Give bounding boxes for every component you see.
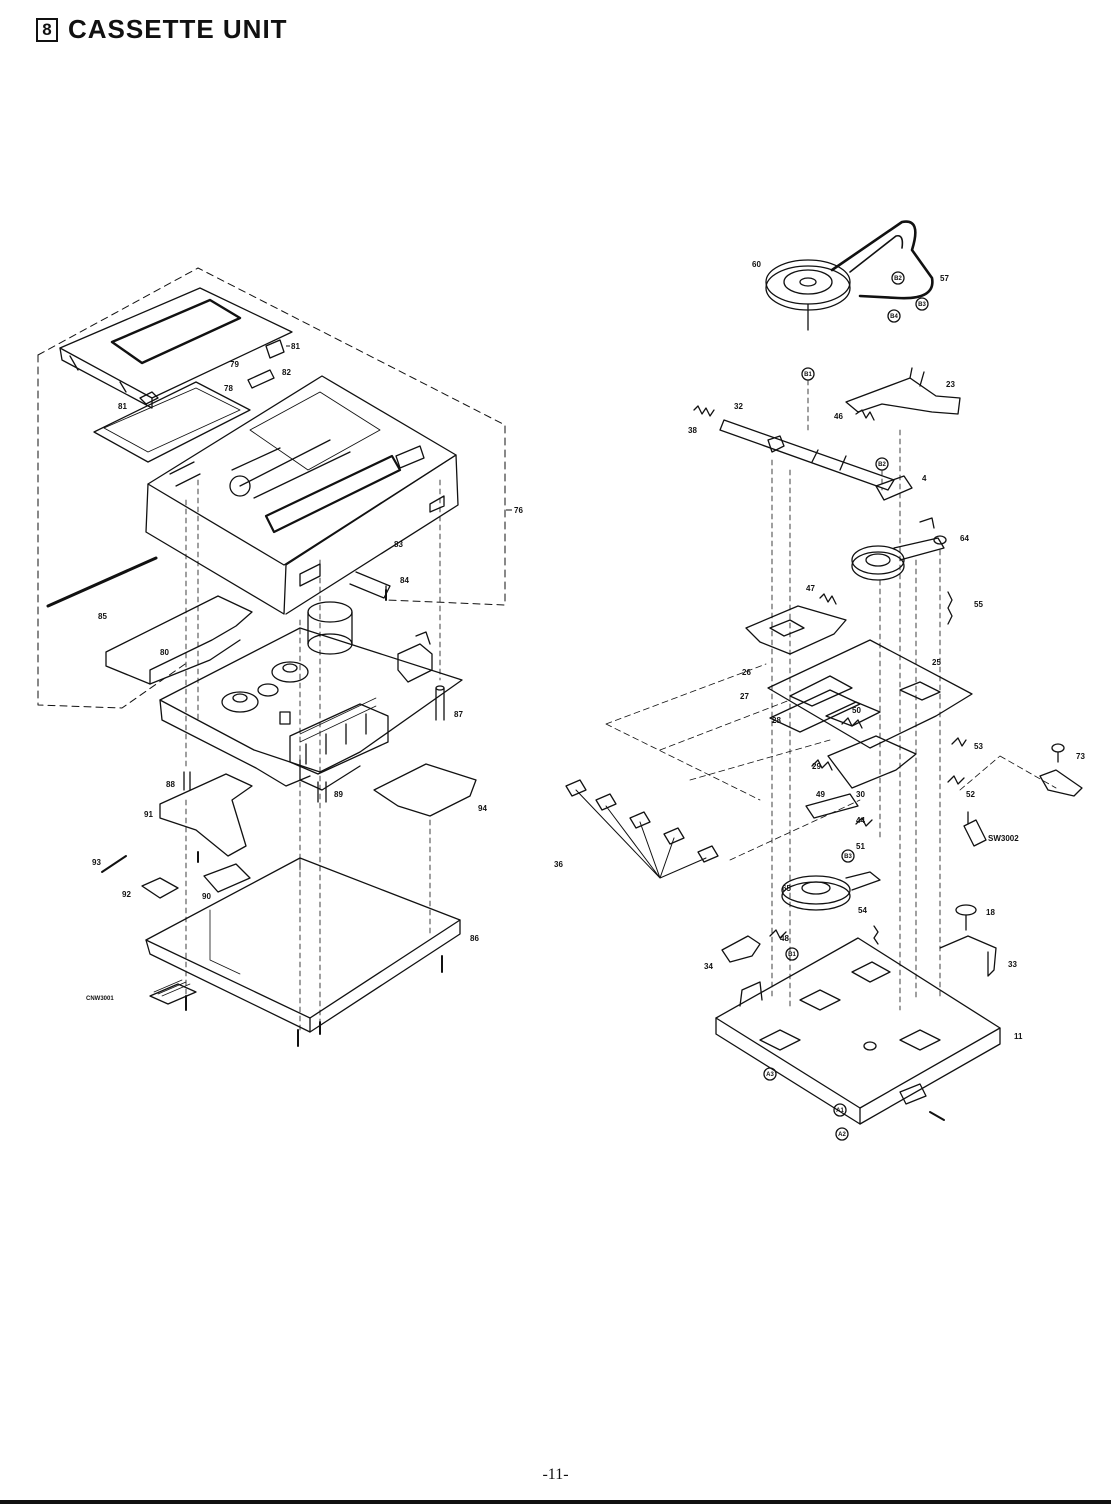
part-label: 79 xyxy=(230,360,239,369)
part-label: 57 xyxy=(940,274,949,283)
part-label: 92 xyxy=(122,890,131,899)
part-label: 93 xyxy=(92,858,101,867)
part-label: 60 xyxy=(752,260,761,269)
part-label: 54 xyxy=(858,906,867,915)
part-label: 86 xyxy=(470,934,479,943)
ref-marker: B3 xyxy=(844,854,852,860)
page-number: -11- xyxy=(542,1466,569,1483)
part-label: 87 xyxy=(454,710,463,719)
part-label: 85 xyxy=(98,612,107,621)
part-label: 76 xyxy=(514,506,523,515)
part-label: SW3002 xyxy=(988,834,1019,843)
ref-marker: B2 xyxy=(894,276,902,282)
circled-reference-labels: B2 B3 B4 B1 B2 B3 B1 A3 A1 A2 xyxy=(766,276,926,1138)
ref-marker: B1 xyxy=(804,372,812,378)
part-label: 82 xyxy=(282,368,291,377)
part-label: 94 xyxy=(478,804,487,813)
section-header: 8 CASSETTE UNIT xyxy=(36,14,288,45)
part-label: 91 xyxy=(144,810,153,819)
part-label: 4 xyxy=(922,474,927,483)
part-label: 11 xyxy=(1014,1032,1023,1041)
part-label: 50 xyxy=(852,706,861,715)
ref-marker: A3 xyxy=(766,1072,774,1078)
part-label: 18 xyxy=(986,908,995,917)
part-label: 64 xyxy=(960,534,969,543)
footer-rule xyxy=(0,1500,1111,1504)
part-label: 49 xyxy=(816,790,825,799)
part-label: 52 xyxy=(966,790,975,799)
part-label: 47 xyxy=(806,584,815,593)
part-label: 83 xyxy=(394,540,403,549)
part-label: 89 xyxy=(334,790,343,799)
part-label: 55 xyxy=(974,600,983,609)
part-label: 27 xyxy=(740,692,749,701)
part-label: CNW3001 xyxy=(86,996,114,1002)
part-label: 28 xyxy=(772,716,781,725)
left-part-labels: 81 79 82 78 81 76 83 84 85 80 87 88 89 9… xyxy=(86,342,523,1002)
part-label: 46 xyxy=(834,412,843,421)
left-assembly-drawing xyxy=(37,267,506,1047)
part-label: 88 xyxy=(166,780,175,789)
part-label: 32 xyxy=(734,402,743,411)
right-part-labels: 60 57 23 32 46 38 4 64 47 55 26 25 27 28… xyxy=(554,260,1085,1041)
part-label: 73 xyxy=(1076,752,1085,761)
ref-marker: A2 xyxy=(838,1132,846,1138)
ref-marker: B2 xyxy=(878,462,886,468)
ref-marker: A1 xyxy=(836,1108,844,1114)
part-label: 25 xyxy=(932,658,941,667)
ref-marker: B4 xyxy=(890,314,898,320)
ref-marker: B1 xyxy=(788,952,796,958)
part-label: 51 xyxy=(856,842,865,851)
part-label: 23 xyxy=(946,380,955,389)
right-assembly-drawing xyxy=(565,220,1083,1141)
part-label: 33 xyxy=(1008,960,1017,969)
part-label: 30 xyxy=(856,790,865,799)
part-label: 65 xyxy=(782,884,791,893)
part-label: 29 xyxy=(812,762,821,771)
part-label: 80 xyxy=(160,648,169,657)
part-label: 38 xyxy=(688,426,697,435)
part-label: 36 xyxy=(554,860,563,869)
section-title: CASSETTE UNIT xyxy=(68,14,288,44)
part-label: 90 xyxy=(202,892,211,901)
section-number-box: 8 xyxy=(36,17,58,42)
part-label: 81 xyxy=(118,402,127,411)
part-label: 44 xyxy=(856,816,865,825)
part-label: 26 xyxy=(742,668,751,677)
part-label: 53 xyxy=(974,742,983,751)
part-label: 34 xyxy=(704,962,713,971)
part-label: 48 xyxy=(780,934,789,943)
part-label: 84 xyxy=(400,576,409,585)
part-label: 78 xyxy=(224,384,233,393)
part-label: 81 xyxy=(291,342,300,351)
ref-marker: B3 xyxy=(918,302,926,308)
